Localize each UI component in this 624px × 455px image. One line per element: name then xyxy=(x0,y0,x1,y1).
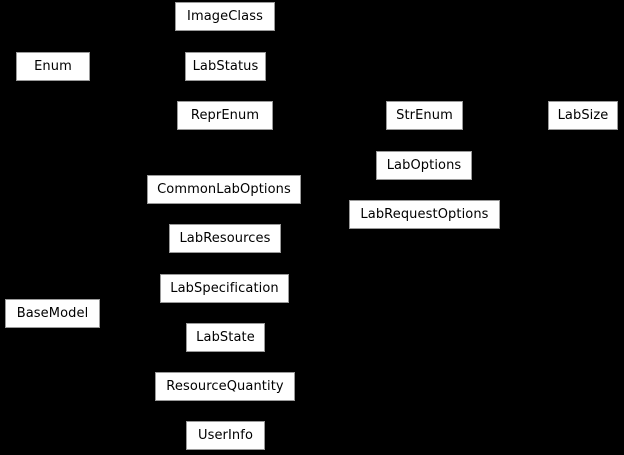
class-node-label: LabState xyxy=(196,330,255,345)
edge-basemodel-to-labresources xyxy=(100,238,169,314)
class-node-label: LabResources xyxy=(179,231,271,246)
class-node-resourcequantity[interactable]: ResourceQuantity xyxy=(155,372,295,401)
edge-basemodel-to-labstate xyxy=(100,313,186,338)
class-node-enum[interactable]: Enum xyxy=(16,52,90,81)
class-node-laboptions[interactable]: LabOptions xyxy=(376,151,472,180)
edge-commonlaboptions-to-labrequestoptions xyxy=(301,189,349,215)
class-node-label: BaseModel xyxy=(16,306,89,321)
class-node-reprenum[interactable]: ReprEnum xyxy=(177,101,273,130)
class-node-imageclass[interactable]: ImageClass xyxy=(175,2,275,31)
edge-enum-to-reprenum xyxy=(90,66,177,116)
edge-basemodel-to-resourcequantity xyxy=(100,313,155,387)
class-node-label: LabRequestOptions xyxy=(360,207,489,222)
class-node-labspecification[interactable]: LabSpecification xyxy=(160,274,289,303)
class-node-label: Enum xyxy=(34,59,72,74)
class-node-labsize[interactable]: LabSize xyxy=(548,101,618,130)
class-node-commonlaboptions[interactable]: CommonLabOptions xyxy=(147,175,301,204)
edge-basemodel-to-labspecification xyxy=(100,288,160,314)
class-node-label: LabStatus xyxy=(192,59,259,74)
class-node-label: ResourceQuantity xyxy=(166,379,284,394)
class-node-labstatus[interactable]: LabStatus xyxy=(185,52,266,81)
edge-basemodel-to-commonlaboptions xyxy=(100,189,147,314)
class-node-label: LabSize xyxy=(557,108,609,123)
class-node-strenum[interactable]: StrEnum xyxy=(386,101,463,130)
class-node-label: ImageClass xyxy=(187,9,263,24)
class-node-label: CommonLabOptions xyxy=(157,182,291,197)
class-node-labrequestoptions[interactable]: LabRequestOptions xyxy=(349,200,500,229)
class-node-label: StrEnum xyxy=(396,108,453,123)
class-node-labresources[interactable]: LabResources xyxy=(169,224,281,253)
class-node-basemodel[interactable]: BaseModel xyxy=(5,299,100,328)
class-node-userinfo[interactable]: UserInfo xyxy=(186,421,265,450)
class-node-label: LabSpecification xyxy=(170,281,279,296)
edge-enum-to-imageclass xyxy=(90,16,175,67)
class-node-label: ReprEnum xyxy=(190,108,260,123)
class-node-label: LabOptions xyxy=(386,158,462,173)
class-node-labstate[interactable]: LabState xyxy=(186,323,265,352)
class-node-label: UserInfo xyxy=(197,428,254,443)
